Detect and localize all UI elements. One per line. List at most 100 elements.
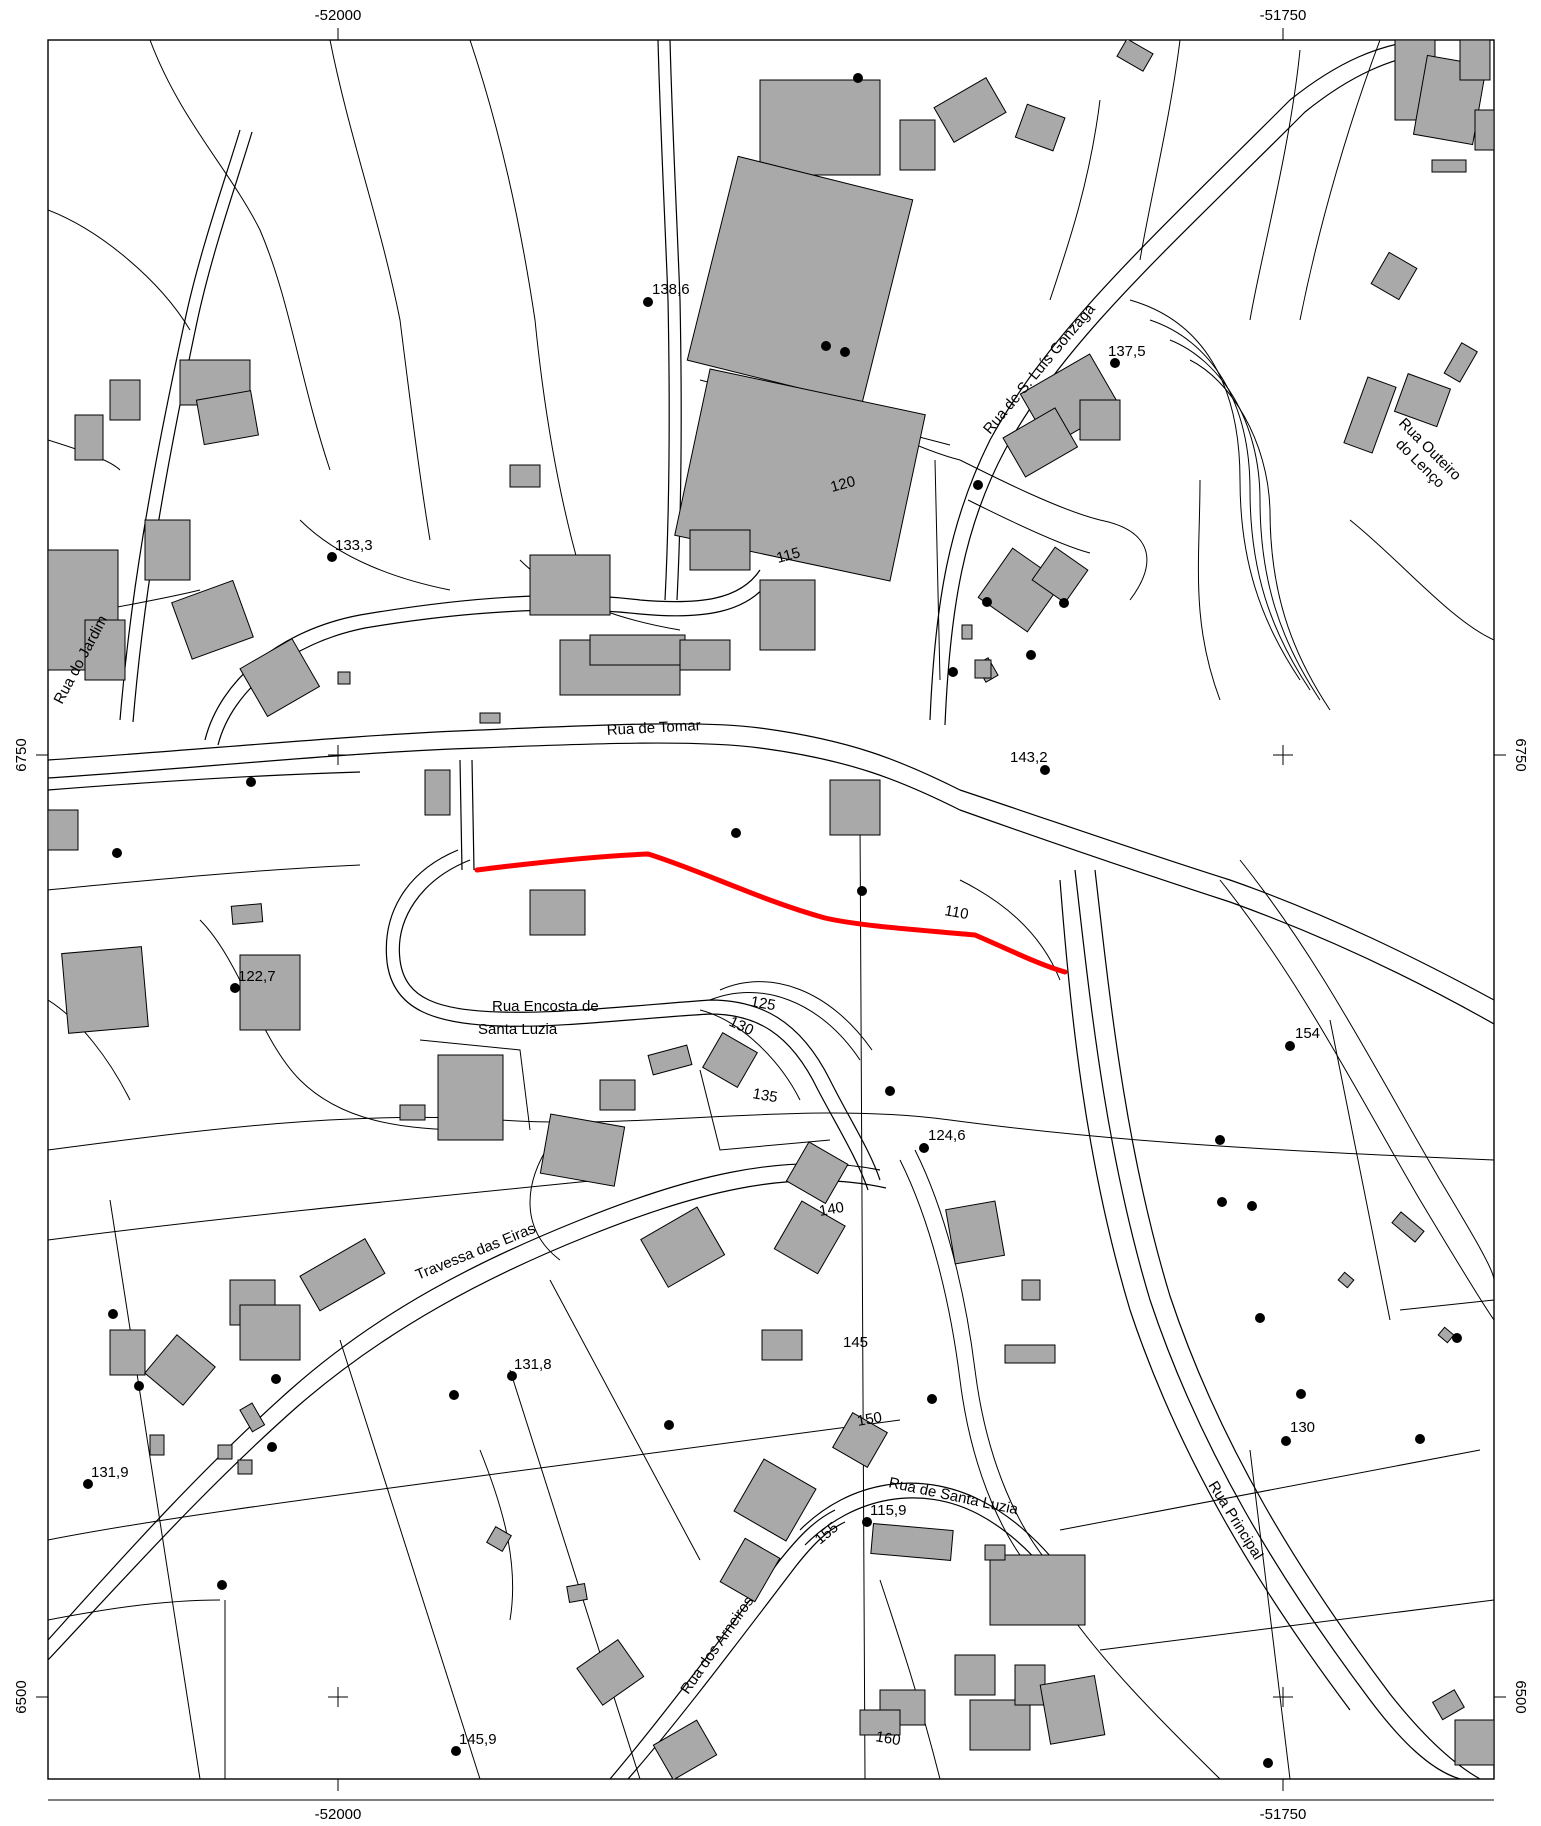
building-150-c xyxy=(719,1537,781,1603)
coord-left-6750: 6750 xyxy=(13,738,30,771)
building-north-b xyxy=(686,155,914,405)
building-encosta-c xyxy=(539,1113,626,1187)
building-encosta-a xyxy=(437,1054,504,1141)
roads xyxy=(48,40,1494,1779)
highlighted-route xyxy=(474,851,1068,975)
building-140-c xyxy=(640,1206,726,1288)
building-w-f xyxy=(144,519,191,581)
building-140-b xyxy=(773,1200,846,1275)
contour-label-160: 160 xyxy=(874,1728,902,1749)
street-rua-encosta-line2: Santa Luzia xyxy=(478,1021,558,1038)
building-mid-d xyxy=(974,659,992,679)
spot-height-131-8: 131,8 xyxy=(514,1356,552,1373)
building-ne-c xyxy=(1459,40,1491,81)
street-rua-principal: Rua Principal xyxy=(1205,1478,1267,1563)
building-150-e xyxy=(989,1554,1086,1626)
building-w-d xyxy=(74,414,104,461)
spot-height-122-7: 122,7 xyxy=(238,968,276,985)
building-ne-i xyxy=(1393,373,1452,428)
building-150-d xyxy=(870,1523,954,1561)
building-tomar-e xyxy=(479,712,501,724)
building-ne-h xyxy=(1343,376,1397,454)
street-travessa-das-eiras: Travessa das Eiras xyxy=(413,1220,538,1284)
building-north-d xyxy=(899,119,936,171)
building-w-a xyxy=(109,379,141,421)
building-e-c xyxy=(1437,1326,1455,1344)
contour-label-120: 120 xyxy=(829,473,858,496)
building-140-d xyxy=(945,1200,1006,1265)
map-frame xyxy=(47,39,1495,1780)
building-eiras-b xyxy=(239,1304,301,1361)
street-rua-de-tomar: Rua de Tomar xyxy=(606,717,701,739)
building-eiras-d xyxy=(109,1329,146,1376)
building-sw-b xyxy=(566,1582,588,1604)
spot-height-145-9: 145,9 xyxy=(459,1731,497,1748)
coord-bottom-52000: -52000 xyxy=(315,1806,362,1823)
building-w-h xyxy=(84,619,126,681)
building-encosta-f xyxy=(701,1031,759,1089)
building-encosta-d xyxy=(599,1079,636,1111)
building-145-b xyxy=(1004,1344,1056,1364)
spot-height-130: 130 xyxy=(1290,1419,1315,1436)
building-arneiros-a xyxy=(576,1638,645,1706)
spot-height-131-9: 131,9 xyxy=(91,1464,129,1481)
building-145-a xyxy=(761,1329,803,1361)
building-mid2-d xyxy=(529,889,586,936)
building-eiras-h xyxy=(237,1459,253,1475)
building-sw-a xyxy=(486,1526,512,1552)
street-rua-encosta: Rua Encosta de xyxy=(492,998,599,1015)
building-tomar-d xyxy=(679,639,731,671)
spot-height-154: 154 xyxy=(1295,1025,1320,1042)
building-mid2-f xyxy=(239,954,301,1031)
building-eiras-c xyxy=(299,1237,386,1312)
spot-height-138-6: 138,6 xyxy=(652,281,690,298)
building-north-a xyxy=(759,79,881,176)
coord-top-52000: -52000 xyxy=(315,7,362,24)
building-tomar-c xyxy=(589,634,686,666)
street-rua-de-santa-luzia: Rua de Santa Luzia xyxy=(887,1474,1020,1518)
building-s-h xyxy=(1431,1689,1465,1721)
building-eiras-i xyxy=(149,1434,165,1456)
building-w-l xyxy=(48,809,79,851)
street-rua-dos-arneiros: Rua dos Arneiros xyxy=(677,1593,757,1697)
building-mid-e xyxy=(961,624,973,640)
building-eiras-f xyxy=(239,1402,266,1433)
building-encosta-b xyxy=(399,1104,426,1121)
building-tomar-a xyxy=(529,554,611,616)
building-s-b xyxy=(859,1709,901,1736)
spot-height-115-9: 115,9 xyxy=(870,1502,906,1519)
contours xyxy=(48,40,1494,1779)
spot-height-137-5: 137,5 xyxy=(1108,343,1146,360)
building-150-f xyxy=(984,1544,1006,1561)
building-s-c xyxy=(954,1654,996,1696)
building-w-k xyxy=(337,671,351,685)
building-w-i xyxy=(171,579,254,660)
contour-label-115: 115 xyxy=(775,544,803,567)
coord-left-6500: 6500 xyxy=(13,1680,30,1713)
building-ne-e xyxy=(1431,159,1467,173)
building-encosta-e xyxy=(647,1044,693,1076)
coord-bottom-51750: -51750 xyxy=(1260,1806,1307,1823)
building-s-g xyxy=(1454,1719,1494,1766)
building-north-e xyxy=(933,76,1007,144)
building-140-e xyxy=(1021,1279,1041,1301)
building-eiras-g xyxy=(217,1444,233,1460)
grid-ticks xyxy=(36,28,1506,1801)
coord-top-51750: -51750 xyxy=(1260,7,1307,24)
contour-label-140: 140 xyxy=(818,1199,846,1220)
spot-height-143-2: 143,2 xyxy=(1010,749,1048,766)
coord-right-6500: 6500 xyxy=(1512,1680,1529,1713)
building-mid-b xyxy=(1031,546,1089,604)
building-north-f xyxy=(1014,103,1066,152)
buildings xyxy=(48,40,1494,1779)
contour-label-125: 125 xyxy=(749,993,777,1014)
building-north-g xyxy=(1116,40,1154,72)
coord-right-6750: 6750 xyxy=(1512,738,1529,771)
building-gonzaga-c xyxy=(1079,399,1121,441)
building-e-a xyxy=(1391,1211,1425,1243)
building-arneiros-b xyxy=(652,1719,718,1779)
building-w-m xyxy=(424,769,451,816)
contour-label-150: 150 xyxy=(856,1409,884,1430)
building-gonzaga-b xyxy=(1002,407,1079,478)
